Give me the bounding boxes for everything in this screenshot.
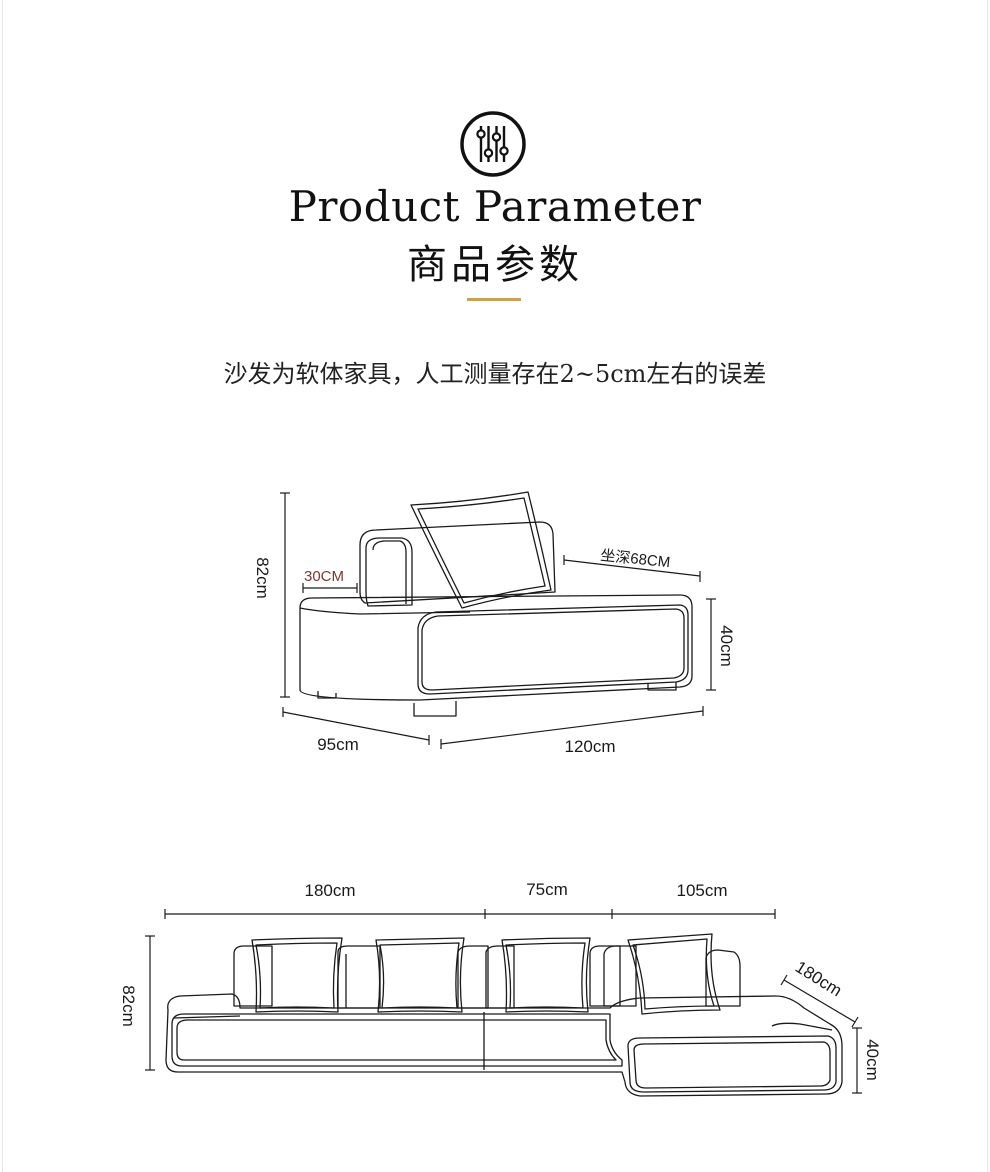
sectional-sofa-drawing [165,933,843,1097]
single-sofa-drawing [299,491,693,717]
single-depth-label: 95cm [317,735,359,754]
sectional-segment-3-label: 105cm [676,881,727,900]
sectional-height-label: 82cm [119,985,138,1027]
sectional-seat-height-label: 40cm [863,1039,882,1081]
right-border [987,0,988,1172]
title-chinese: 商品参数 [407,242,583,288]
sectional-segment-2-label: 75cm [526,880,568,899]
gold-divider [467,298,521,301]
measurement-note: 沙发为软体家具，人工测量存在2~5cm左右的误差 [223,360,767,388]
single-seat-height-label: 40cm [717,625,736,667]
chaise-length-label: 180cm [792,957,845,1000]
sliders-icon [459,110,527,178]
title-english: Product Parameter [288,182,702,231]
single-width-label: 120cm [564,737,615,756]
arm-width-label: 30CM [304,568,344,585]
sectional-dimension-lines [145,909,862,1094]
seat-depth-label: 坐深68CM [600,547,671,571]
sectional-segment-1-label: 180cm [304,881,355,900]
single-sofa-dimension-lines [280,492,716,749]
left-border [2,0,3,1172]
single-height-label: 82cm [253,557,272,599]
